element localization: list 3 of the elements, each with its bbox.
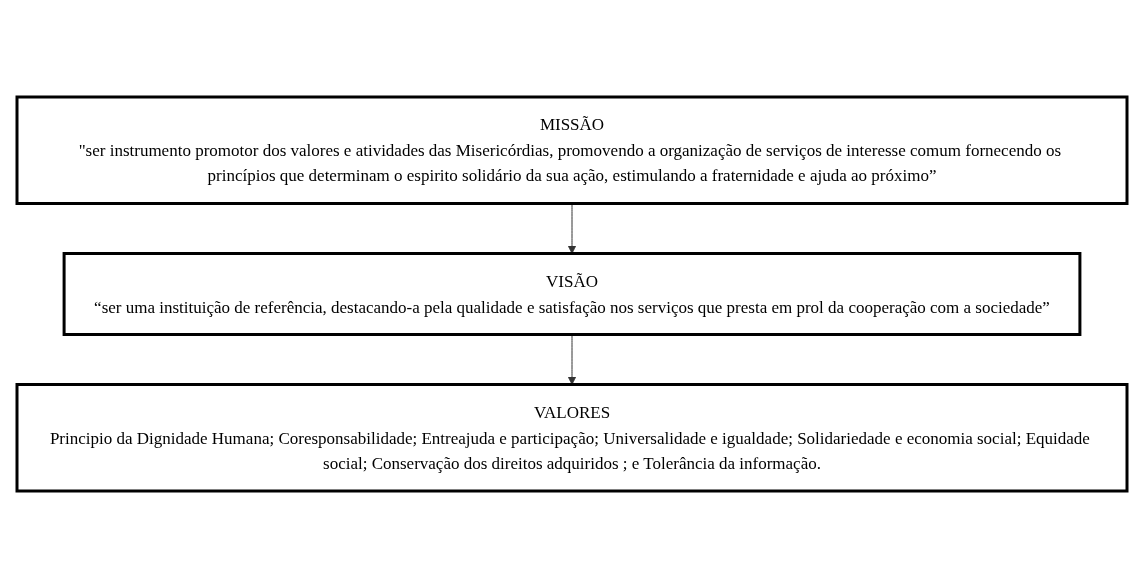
node-box: VISÃO “ser uma instituição de referência, destacando-a pela qualidade e satisfação nos serviços que presta em prol da cooperação com a sociedade” [62, 251, 1081, 336]
node-box: VALORES Principio da Dignidade Humana; Coresponsabilidade; Entreajuda e participação; Universalidade e igualdade; Solidariedade e economia social; Equidade social; Conservação dos direitos adquiridos ; e Tolerância da informação. [15, 382, 1128, 492]
node-box: MISSÃO "ser instrumento promotor dos valores e atividades das Misericórdias, promovendo a organização de serviços de interesse comum fornecendo os princípios que determinam o espirito solidário da sua ação, estimulando a fraternidade e ajuda ao próximo” [15, 95, 1128, 205]
